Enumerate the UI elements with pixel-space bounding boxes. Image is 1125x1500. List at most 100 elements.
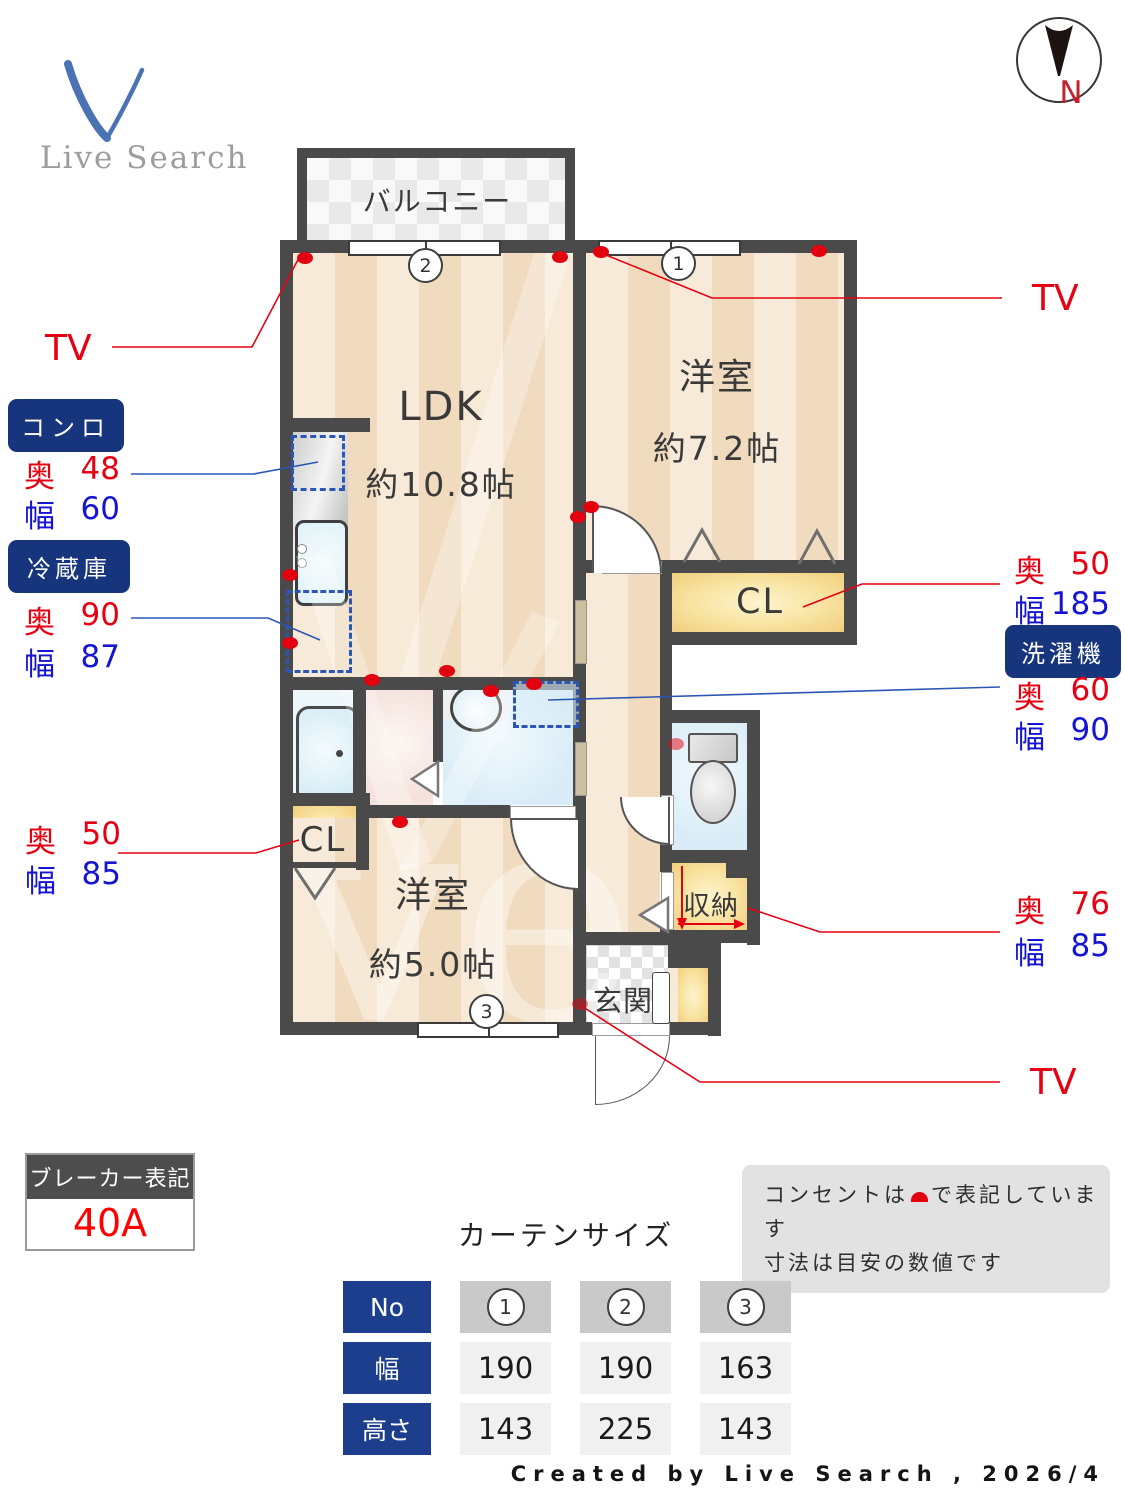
curtain-width-cell: 163 <box>700 1342 791 1394</box>
sliding-door-panel <box>575 742 587 796</box>
closet-small-label: CL <box>299 820 347 860</box>
depth-value: 48 <box>80 451 120 487</box>
curtain-row-no: No <box>343 1281 431 1333</box>
toilet-tank <box>688 733 738 763</box>
bedroom1-floor <box>586 253 844 560</box>
bedroom2-size-label: 約5.0帖 <box>368 945 498 984</box>
door-opening <box>661 872 674 930</box>
curtain-height-cell: 143 <box>460 1403 551 1455</box>
door-opening <box>592 1023 670 1036</box>
bedroom1-size-label: 約7.2帖 <box>652 429 782 468</box>
tv-label-left: TV <box>45 328 92 369</box>
leader-storage <box>747 907 1000 933</box>
wall-segment <box>280 793 370 806</box>
curtain-table-title: カーテンサイズ <box>457 1219 675 1252</box>
curtain-row-height: 高さ <box>343 1403 431 1455</box>
closet-left-width: 幅 85 <box>25 856 121 901</box>
note-line-2: 寸法は目安の数値です <box>764 1251 1004 1275</box>
ldk-size-label: 約10.8帖 <box>365 465 517 504</box>
depth-label: 奥 <box>1014 894 1045 930</box>
closet-right-depth: 奥 50 <box>1014 546 1110 591</box>
wall-segment <box>660 560 844 573</box>
width-label: 幅 <box>25 864 56 900</box>
curtain-width-cell: 190 <box>580 1342 671 1394</box>
fridge-width: 幅 87 <box>24 639 120 684</box>
curtain-col-header: 2 <box>580 1281 671 1333</box>
wall-segment <box>660 573 672 797</box>
breaker-title: ブレーカー表記 <box>27 1155 193 1199</box>
hallway-floor <box>586 573 660 932</box>
entrance-door-leaf <box>652 972 670 1024</box>
note-box: コンセントはで表記しています 寸法は目安の数値です <box>742 1165 1110 1293</box>
compass-north-label: N <box>1059 75 1082 106</box>
wall-segment <box>668 1022 712 1035</box>
wall-segment <box>297 148 575 158</box>
width-label: 幅 <box>24 499 55 535</box>
wall-segment <box>280 677 586 690</box>
stove-width: 幅 60 <box>24 491 120 536</box>
wall-segment <box>726 850 760 878</box>
wall-segment <box>668 943 712 968</box>
depth-value: 76 <box>1070 886 1110 922</box>
stove-tag: コンロ <box>8 399 124 452</box>
note-text: で表記しています <box>764 1183 1099 1241</box>
window-marker-2: 2 <box>408 248 443 283</box>
depth-value: 50 <box>81 816 121 852</box>
closet-right-width: 幅 185 <box>1014 586 1110 631</box>
stove-placement <box>291 435 345 491</box>
width-label: 幅 <box>1014 936 1045 972</box>
width-value: 185 <box>1050 586 1110 622</box>
tv-label-bottom: TV <box>1030 1062 1077 1103</box>
ldk-label: LDK <box>398 384 484 430</box>
wall-segment <box>586 932 672 945</box>
wall-segment <box>280 418 370 432</box>
washer-width: 幅 90 <box>1014 712 1110 757</box>
faucet-icon <box>297 558 307 568</box>
washbasin <box>450 684 502 732</box>
width-label: 幅 <box>24 647 55 683</box>
closet-main-label: CL <box>736 582 784 622</box>
width-value: 60 <box>80 491 120 527</box>
wall-segment <box>672 710 760 723</box>
wall-segment <box>363 805 510 818</box>
wall-segment <box>565 148 575 240</box>
stove-depth: 奥 48 <box>24 451 120 496</box>
logo-wordmark: Live Search <box>40 140 249 176</box>
curtain-col-header: 3 <box>700 1281 791 1333</box>
fridge-depth: 奥 90 <box>24 597 120 642</box>
depth-label: 奥 <box>1014 554 1045 590</box>
note-line-1: コンセントはで表記しています <box>764 1178 1110 1246</box>
compass-icon: N <box>1016 17 1102 106</box>
curtain-row-width: 幅 <box>343 1342 431 1394</box>
window-marker-1: 1 <box>661 246 696 281</box>
width-value: 87 <box>80 639 120 675</box>
balcony-label: バルコニー <box>362 185 513 218</box>
curtain-col-number: 1 <box>486 1288 525 1326</box>
outlet-symbol-icon <box>911 1192 928 1202</box>
bathtub-drain-icon <box>336 750 343 757</box>
breaker-box: ブレーカー表記 40A <box>25 1153 195 1251</box>
storage-label: 収納 <box>683 891 739 922</box>
curtain-col-number: 2 <box>606 1288 645 1326</box>
bedroom1-label: 洋室 <box>678 357 755 398</box>
faucet-icon <box>297 544 307 554</box>
sliding-door-panel <box>575 600 587 664</box>
window-marker-label: 2 <box>419 254 432 277</box>
width-value: 90 <box>1070 712 1110 748</box>
curtain-col-header: 1 <box>460 1281 551 1333</box>
wall-segment <box>660 843 672 872</box>
leader-closet-left <box>118 839 300 854</box>
depth-label: 奥 <box>1014 680 1045 716</box>
depth-label: 奥 <box>24 459 55 495</box>
wall-segment <box>433 690 443 762</box>
curtain-height-cell: 225 <box>580 1403 671 1455</box>
wall-segment <box>747 710 760 945</box>
bedroom2-label: 洋室 <box>394 875 471 916</box>
bathtub <box>296 706 359 804</box>
wall-segment <box>844 240 857 645</box>
curtain-width-cell: 190 <box>460 1342 551 1394</box>
shoe-cabinet <box>678 968 708 1024</box>
credit-line: Created by Live Search , 2026/4 <box>510 1462 1105 1486</box>
live-search-logo-icon <box>64 60 145 142</box>
